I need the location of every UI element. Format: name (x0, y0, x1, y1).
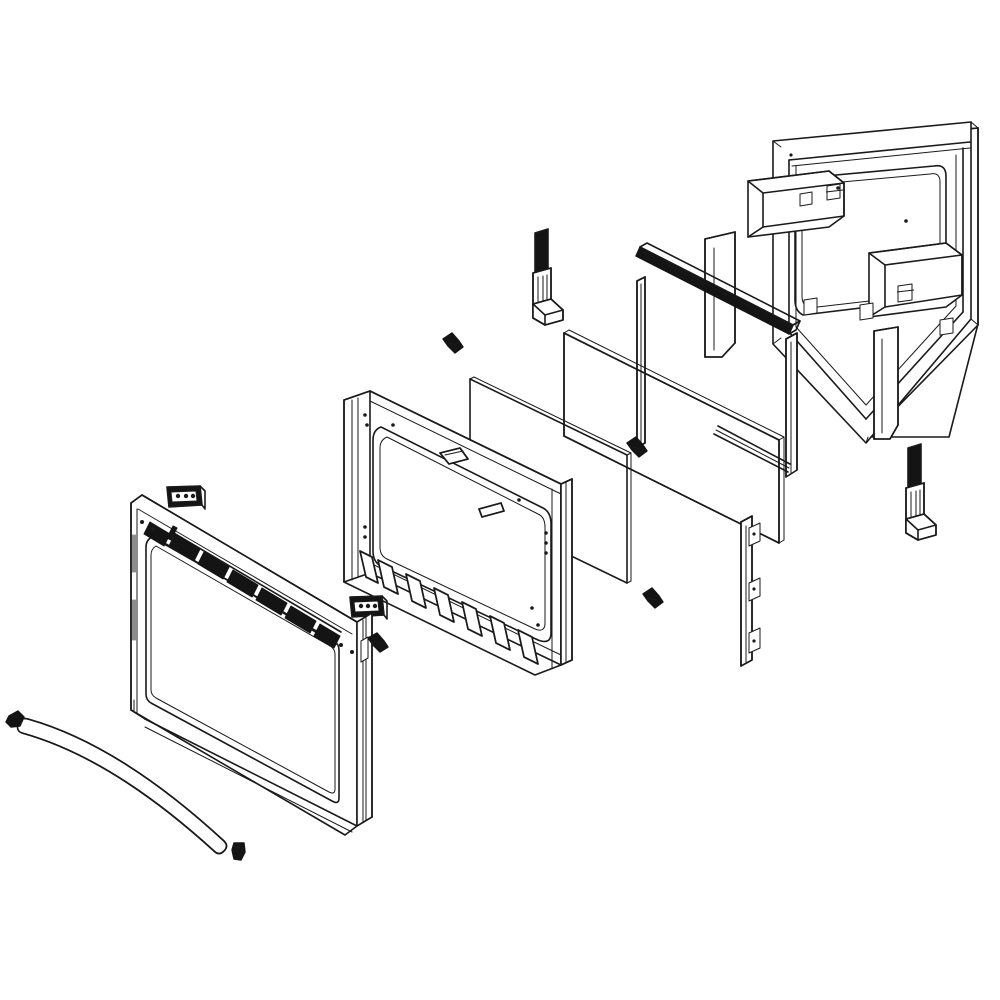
part-handle-screw-right (231, 842, 246, 861)
part-hinge-bracket-upper-left (166, 485, 206, 510)
part-door-frame-liner (747, 121, 979, 444)
inner-liner-louvers (359, 550, 539, 665)
part-outer-door-panel (130, 494, 373, 836)
part-assembly-screw-d (367, 632, 389, 653)
outer-panel-vent-slots (143, 521, 342, 649)
part-hinge-receiver-left (532, 228, 564, 326)
part-door-seal-strip (635, 242, 801, 335)
part-assembly-screw-a (442, 332, 464, 354)
part-handle-screw-left (5, 710, 25, 728)
part-assembly-screw-c (642, 587, 664, 609)
part-insulation-strip-upper (747, 170, 845, 238)
part-vertical-trim-channel (740, 515, 761, 667)
part-inner-door-liner (343, 390, 573, 676)
part-insulation-strip-lower (868, 242, 963, 318)
part-hinge-receiver-right (905, 443, 937, 541)
part-assembly-screw-b (626, 436, 648, 458)
part-hinge-bracket-lower-right (349, 595, 388, 620)
part-insulation-post (873, 326, 899, 440)
